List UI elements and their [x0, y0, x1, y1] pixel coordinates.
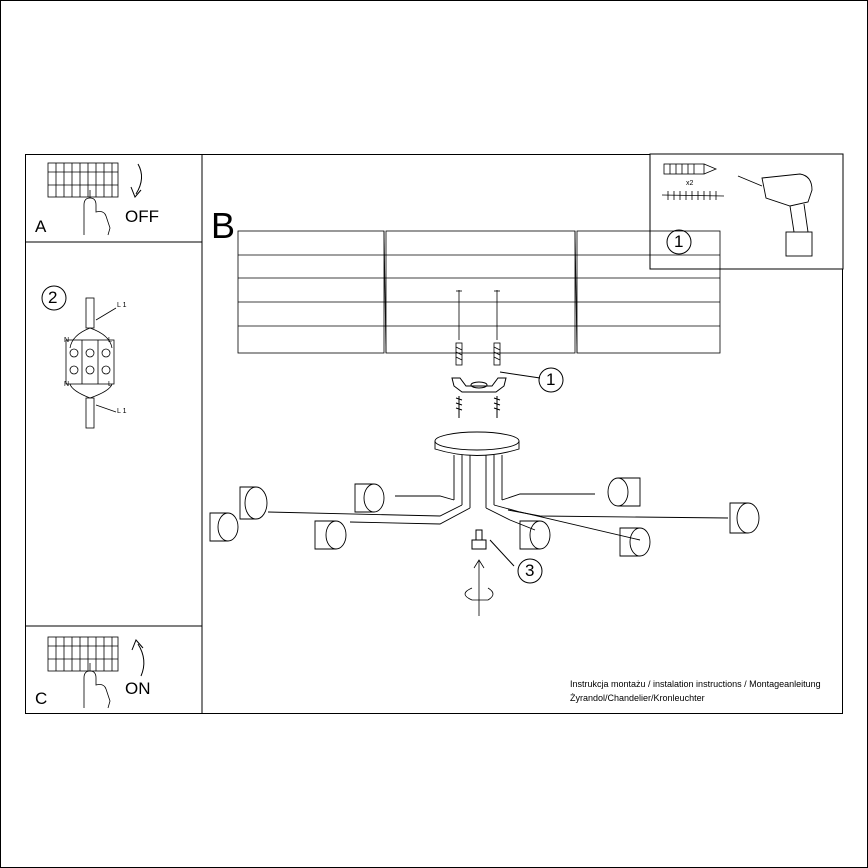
on-arrow-icon — [131, 639, 145, 677]
panel-c-state: ON — [125, 679, 151, 698]
terminal-label-l-bottom: L — [108, 381, 112, 388]
breaker-switch-on-icon — [47, 636, 119, 709]
footer-product: Żyrandol/Chandelier/Kronleuchter — [570, 693, 705, 703]
terminal-label-n-top: N — [64, 337, 70, 344]
footer-instructions: Instrukcja montażu / instalation instruc… — [570, 679, 821, 689]
tools-step-number: 1 — [674, 232, 684, 251]
breaker-switch-off-icon — [47, 162, 119, 236]
chandelier — [209, 431, 760, 557]
screw-icon — [661, 191, 725, 200]
terminal-label-l1-top: L 1 — [117, 302, 127, 309]
ceiling-boards — [237, 230, 721, 354]
bracket-callout-number: 1 — [546, 370, 556, 389]
step-1-bracket-circle — [538, 367, 564, 393]
step-2-circle — [41, 285, 67, 311]
wall-plug-icon — [663, 163, 718, 175]
panel-c-letter: C — [35, 689, 48, 708]
step-3-circle — [517, 558, 543, 584]
set-screw-icon — [471, 529, 515, 567]
plug-quantity: x2 — [686, 180, 694, 187]
power-drill-icon — [737, 173, 813, 257]
terminal-block-icon — [65, 297, 117, 429]
panel-a-state: OFF — [125, 207, 159, 226]
off-arrow-icon — [130, 163, 142, 198]
terminal-label-l1-bottom: L 1 — [117, 408, 127, 415]
panel-a-letter: A — [35, 217, 47, 236]
terminal-label-l-top: L — [108, 337, 112, 344]
screw-callout-number: 3 — [525, 561, 535, 580]
instruction-sheet — [25, 154, 843, 714]
rotation-arrow-icon — [464, 559, 494, 616]
panel-b-letter: B — [211, 205, 236, 246]
terminal-label-n-bottom: N — [64, 381, 70, 388]
step-1-tools-circle — [666, 229, 692, 255]
mounting-bracket — [451, 371, 541, 418]
wiring-step-number: 2 — [48, 288, 58, 307]
wall-plugs — [455, 290, 501, 366]
